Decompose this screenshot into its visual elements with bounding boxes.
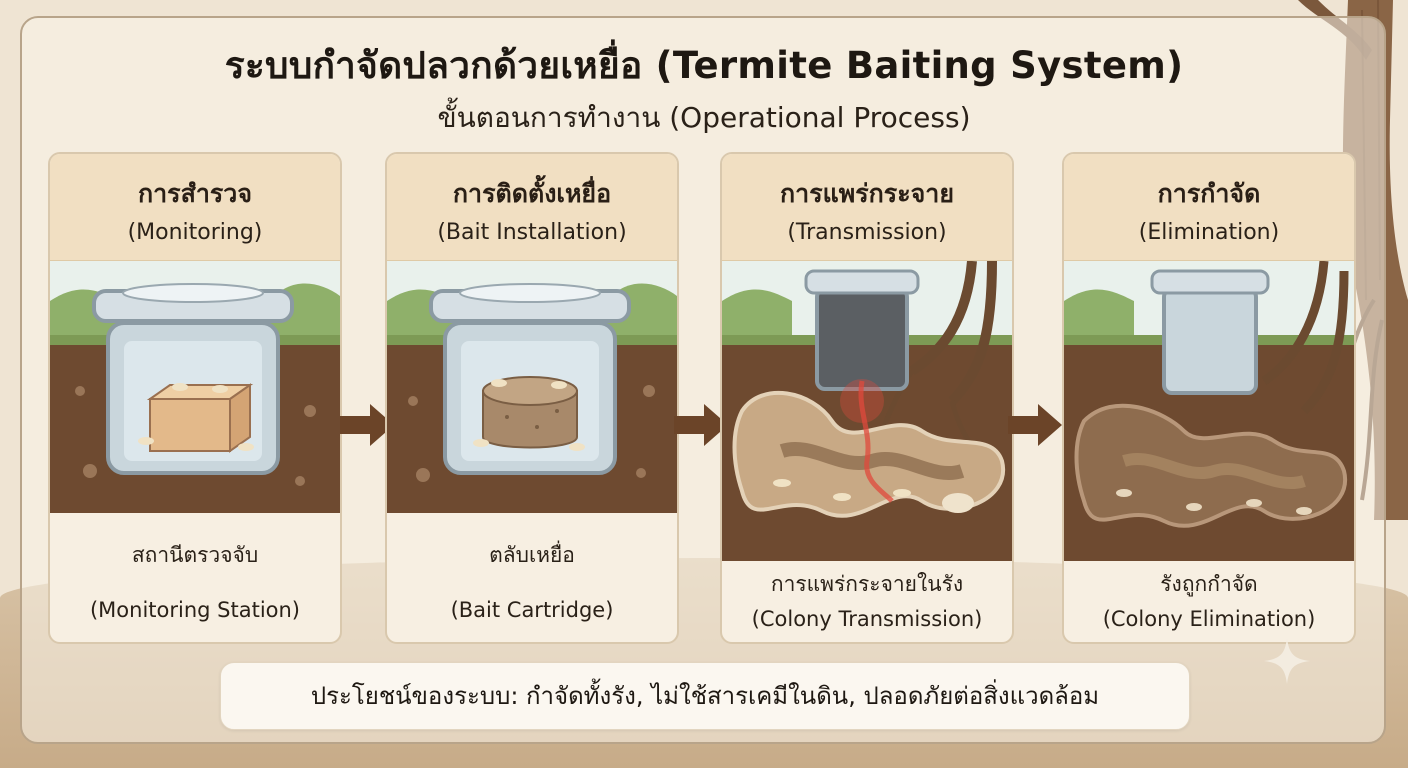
step-subtitle: (Elimination) [1138,220,1280,245]
step-caption: การแพร่กระจายในรัง (Colony Transmission) [722,568,1012,631]
caption-english: (Monitoring Station) [89,598,301,622]
caption-thai: สถานีตรวจจับ [131,543,259,567]
step-subtitle: (Bait Installation) [437,220,627,245]
step-title: การติดตั้งเหยื่อ [452,179,612,208]
monitoring-station-illustration [50,261,340,513]
step-subtitle: (Monitoring) [127,220,263,245]
benefits-banner: ประโยชน์ของระบบ: กำจัดทั้งรัง, ไม่ใช้สาร… [220,662,1190,730]
step-subtitle: (Transmission) [787,220,947,245]
page-subtitle: ขั้นตอนการทำงาน (Operational Process) [437,101,971,134]
arrow-right-icon [340,404,394,446]
step-panel-elimination: การกำจัด (Elimination) รังถูกกำจัด (Colo… [1062,152,1356,644]
step-panel-monitoring: การสำรวจ (Monitoring) สถานีตรวจจับ (Moni… [48,152,342,644]
step-header: การติดตั้งเหยื่อ (Bait Installation) [387,154,677,261]
colony-transmission-illustration [722,261,1012,561]
arrow-right-icon [1008,404,1062,446]
step-header: การสำรวจ (Monitoring) [50,154,340,261]
caption-english: (Colony Transmission) [751,607,983,631]
step-panel-transmission: การแพร่กระจาย (Transmission) การแพร่กระจ… [720,152,1014,644]
step-header: การแพร่กระจาย (Transmission) [722,154,1012,261]
colony-elimination-illustration [1064,261,1354,561]
step-header: การกำจัด (Elimination) [1064,154,1354,261]
step-title: การแพร่กระจาย [780,179,954,208]
step-caption: ตลับเหยื่อ (Bait Cartridge) [387,513,677,622]
arrow-right-icon [674,404,728,446]
step-caption: รังถูกกำจัด (Colony Elimination) [1064,568,1354,631]
step-title: การสำรวจ [137,179,252,208]
caption-english: (Bait Cartridge) [450,598,614,622]
caption-thai: ตลับเหยื่อ [489,543,575,567]
step-caption: สถานีตรวจจับ (Monitoring Station) [50,513,340,622]
step-title: การกำจัด [1157,179,1261,208]
step-panel-bait-installation: การติดตั้งเหยื่อ (Bait Installation) ตลั… [385,152,679,644]
sparkle-icon [1264,638,1310,684]
caption-thai: การแพร่กระจายในรัง [770,572,964,596]
bait-cartridge-illustration [387,261,677,513]
caption-english: (Colony Elimination) [1102,607,1316,631]
page-title: ระบบกำจัดปลวกด้วยเหยื่อ (Termite Baiting… [224,44,1184,87]
caption-thai: รังถูกกำจัด [1160,572,1258,596]
